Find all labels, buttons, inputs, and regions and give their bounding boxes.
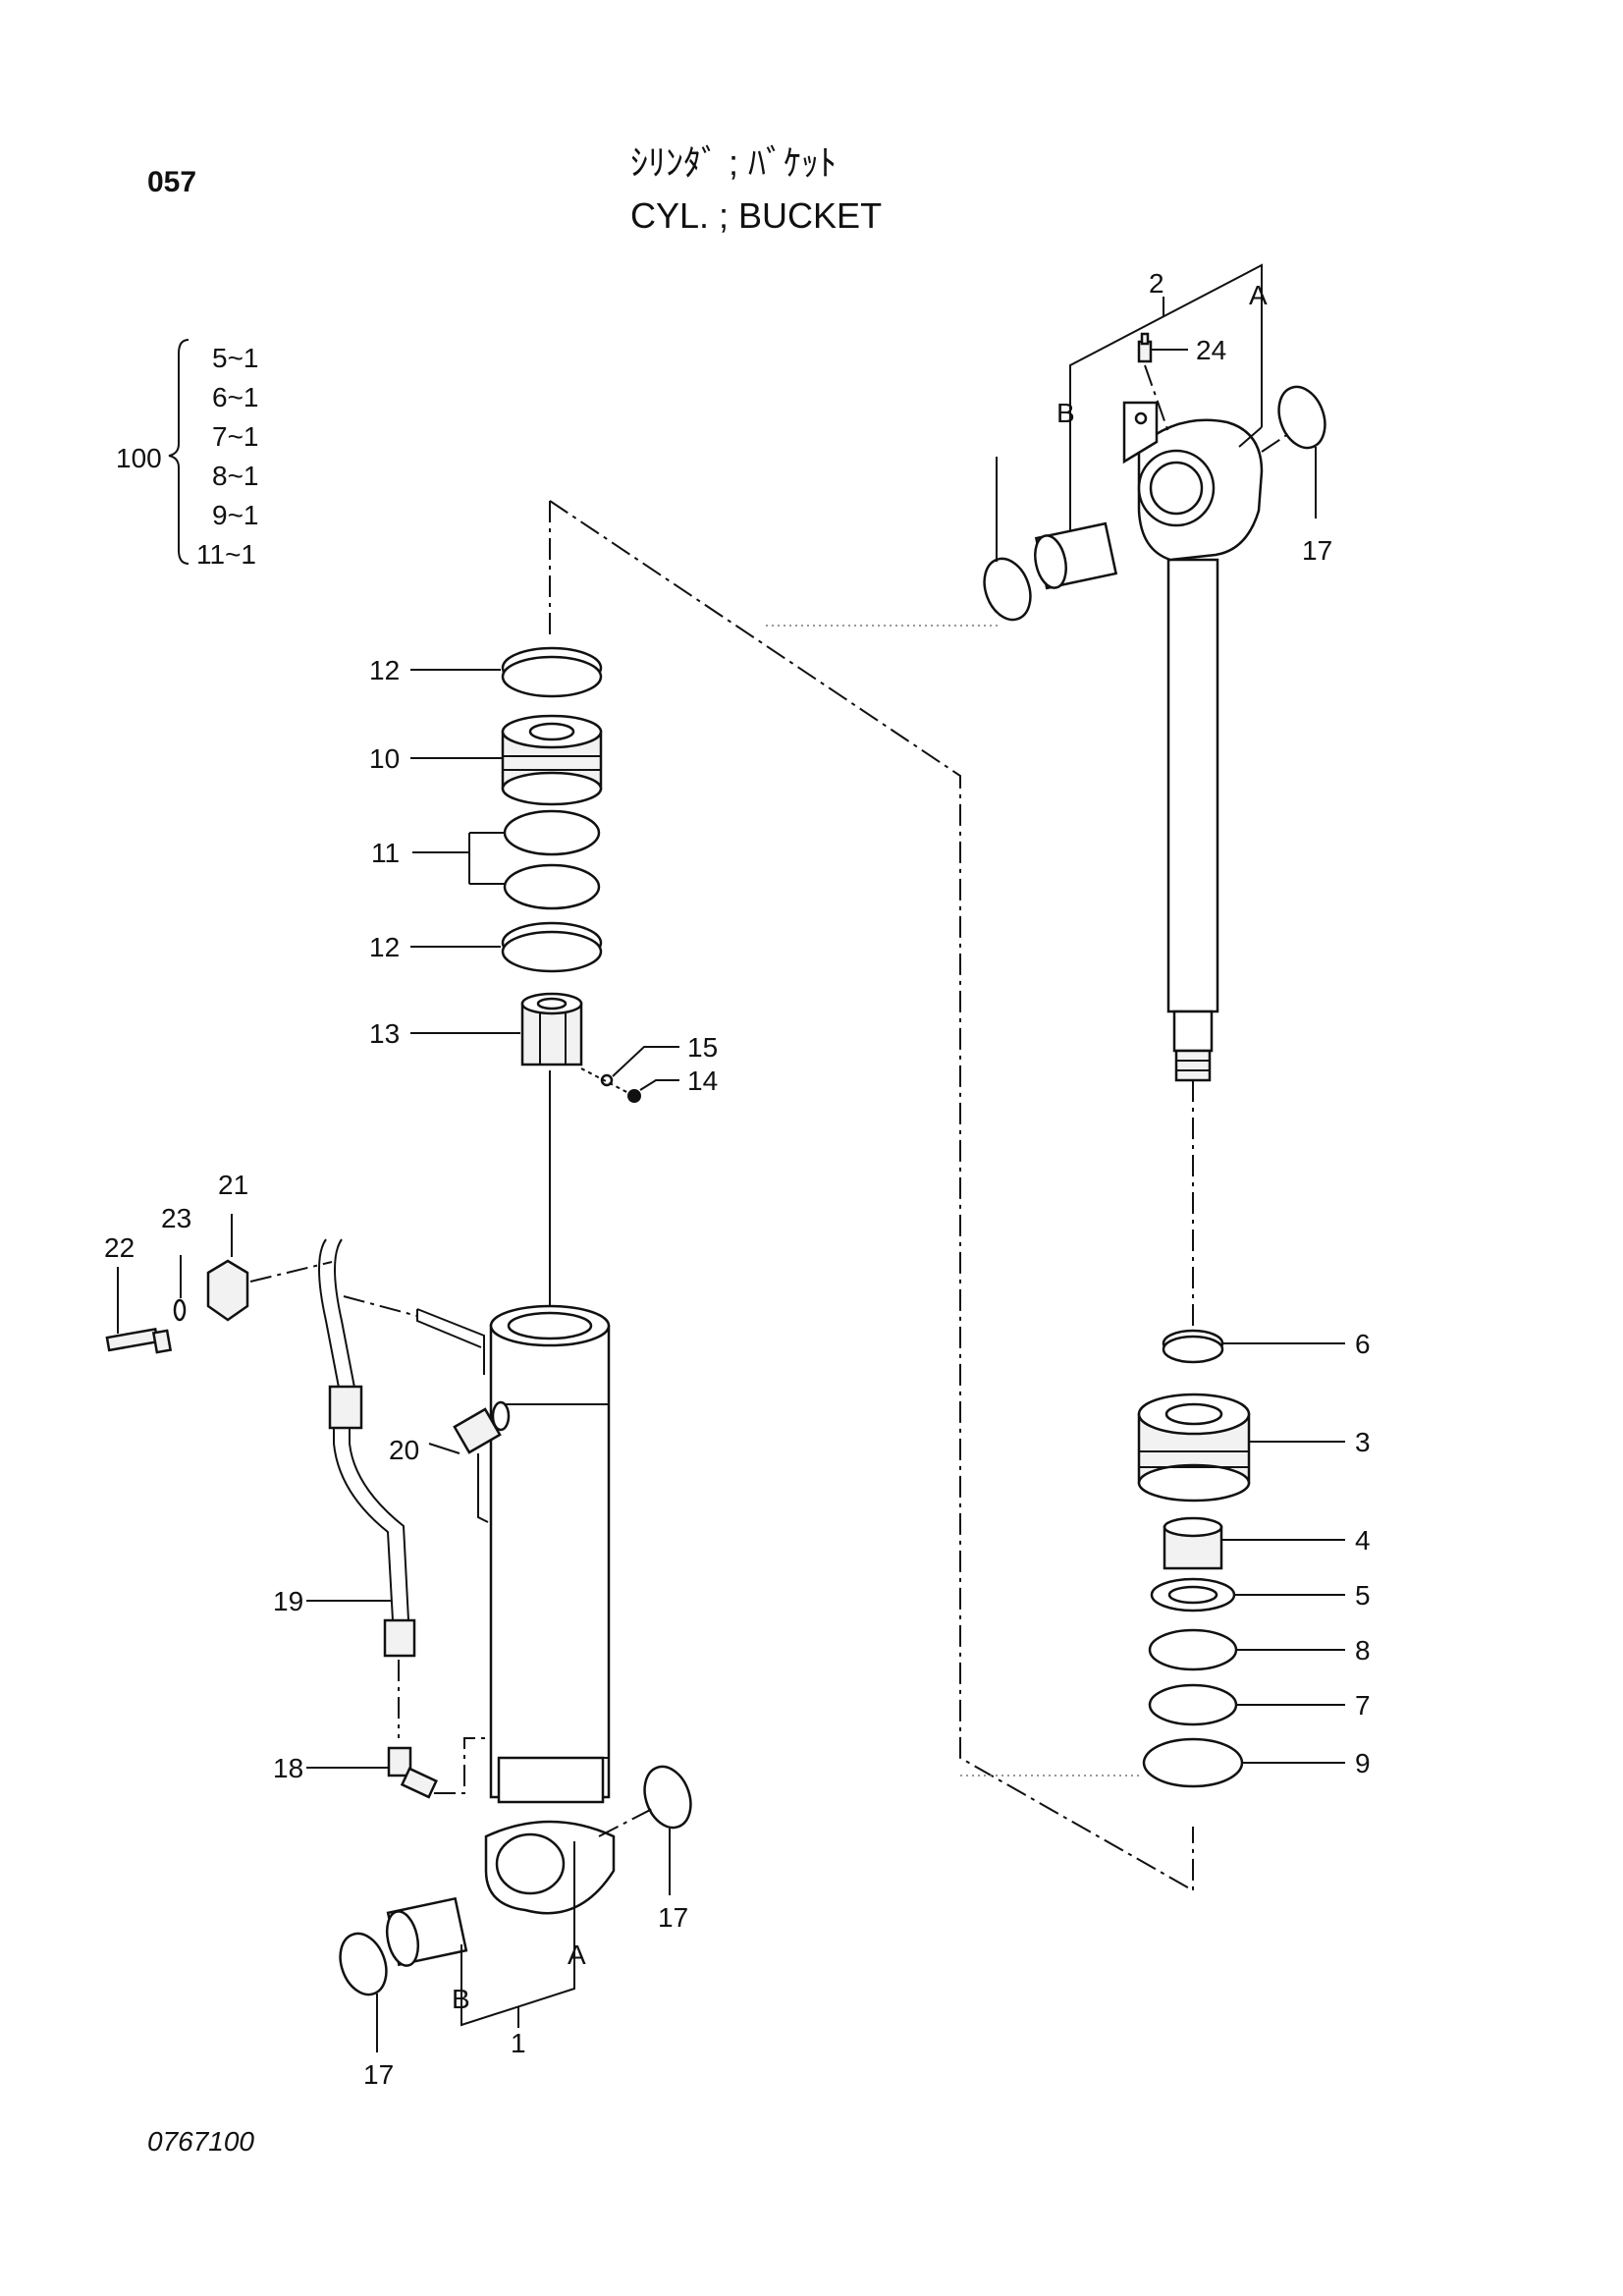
- part-19-pipe: [318, 1238, 416, 1658]
- part-5-buffer-ring: [1150, 1577, 1236, 1613]
- part-17-seal-rod-left: [983, 557, 1032, 622]
- part-21-clamp: [206, 1259, 249, 1322]
- callout-A-tube: A: [568, 1940, 586, 1970]
- leader-grease-nipple: [1144, 364, 1169, 433]
- kit-item: 9~1: [212, 500, 259, 530]
- callout-14: 14: [687, 1066, 718, 1096]
- callout-21: 21: [218, 1170, 248, 1200]
- kit-item: 5~1: [212, 343, 259, 373]
- callout-6: 6: [1355, 1329, 1371, 1359]
- callout-9: 9: [1355, 1748, 1371, 1778]
- part-7-backup-ring: [1148, 1683, 1238, 1726]
- leader-pipe-to-bracket: [343, 1295, 418, 1317]
- callout-1: 1: [511, 2028, 526, 2058]
- kit-item: 6~1: [212, 382, 259, 412]
- callout-22: 22: [104, 1232, 135, 1263]
- part-6-dust-seal: [1162, 1329, 1224, 1364]
- callout-5: 5: [1355, 1580, 1371, 1611]
- part-3-gland: [1137, 1393, 1251, 1503]
- part-9-oring: [1142, 1737, 1244, 1788]
- part-22-bolt: [105, 1327, 173, 1354]
- callout-17: 17: [363, 2059, 394, 2090]
- callout-12: 12: [369, 932, 400, 962]
- leader-seal-rod-right: [1261, 431, 1292, 453]
- part-bushing-tube: [385, 1896, 468, 1967]
- callout-3: 3: [1355, 1427, 1371, 1457]
- part-23-washer: [173, 1298, 187, 1322]
- callout-leaders: [117, 349, 1345, 2052]
- leader-seal-right: [598, 1806, 657, 1837]
- part-4-bushing: [1163, 1516, 1223, 1570]
- part-14-set-screw: [627, 1089, 641, 1103]
- part-1-cylinder-tube: [484, 1304, 616, 1915]
- part-18-elbow: [387, 1746, 438, 1799]
- part-12-ring-bottom: [501, 921, 603, 973]
- callout-11: 11: [371, 838, 400, 868]
- callout-B-rod: B: [1056, 398, 1075, 428]
- part-17-seal-rod-right: [1277, 385, 1326, 450]
- callout-17: 17: [1302, 535, 1332, 566]
- kit-item: 7~1: [212, 421, 259, 452]
- callout-13: 13: [369, 1018, 400, 1049]
- leader-nut-screw: [580, 1067, 635, 1097]
- part-2-piston-rod: [1122, 401, 1264, 1082]
- kit-number: 100: [116, 443, 162, 473]
- bracket-tube: [460, 1841, 575, 2028]
- callout-8: 8: [1355, 1635, 1371, 1666]
- part-24-grease-nipple: [1137, 332, 1153, 363]
- title-japanese: ｼﾘﾝﾀﾞ ; ﾊﾞｹｯﾄ: [630, 142, 837, 183]
- callout-A-rod: A: [1249, 280, 1268, 310]
- drawing-number: 0767100: [147, 2126, 254, 2157]
- callout-18: 18: [273, 1753, 303, 1783]
- part-11-orings: [503, 809, 601, 910]
- callout-23: 23: [161, 1203, 191, 1233]
- callout-2: 2: [1149, 268, 1164, 299]
- part-13-nut: [520, 992, 583, 1066]
- part-20-port-fitting: [453, 1400, 511, 1454]
- pipe-bracket: [416, 1308, 489, 1523]
- part-12-ring-top: [501, 646, 603, 698]
- callout-12: 12: [369, 655, 400, 685]
- callout-7: 7: [1355, 1690, 1371, 1721]
- callout-19: 19: [273, 1586, 303, 1616]
- title-english: CYL. ; BUCKET: [630, 195, 882, 236]
- part-bushing-rod: [1034, 521, 1118, 590]
- callout-15: 15: [687, 1032, 718, 1063]
- callout-4: 4: [1355, 1525, 1371, 1556]
- leader-clamp-to-pipe: [249, 1261, 333, 1283]
- assembly-line-piston-to-gland: [549, 500, 1194, 1892]
- callout-B-tube: B: [452, 1984, 470, 2014]
- part-10-piston: [501, 714, 603, 806]
- part-17-seal-left: [339, 1932, 388, 1996]
- part-17-seal-right: [643, 1765, 692, 1830]
- part-8-rod-seal: [1148, 1628, 1238, 1671]
- bracket-rod: [1069, 263, 1263, 530]
- kit-brace: [168, 339, 189, 565]
- callout-20: 20: [389, 1435, 419, 1465]
- callout-10: 10: [369, 743, 400, 774]
- leader-elbow-to-tube: [434, 1737, 491, 1794]
- kit-item: 8~1: [212, 461, 259, 491]
- kit-100-group: 100 5~1 6~1 7~1 8~1 9~1 11~1: [116, 339, 259, 570]
- callout-17: 17: [658, 1902, 688, 1933]
- kit-item: 11~1: [196, 539, 256, 570]
- callout-24: 24: [1196, 335, 1226, 365]
- page-number: 057: [147, 166, 196, 198]
